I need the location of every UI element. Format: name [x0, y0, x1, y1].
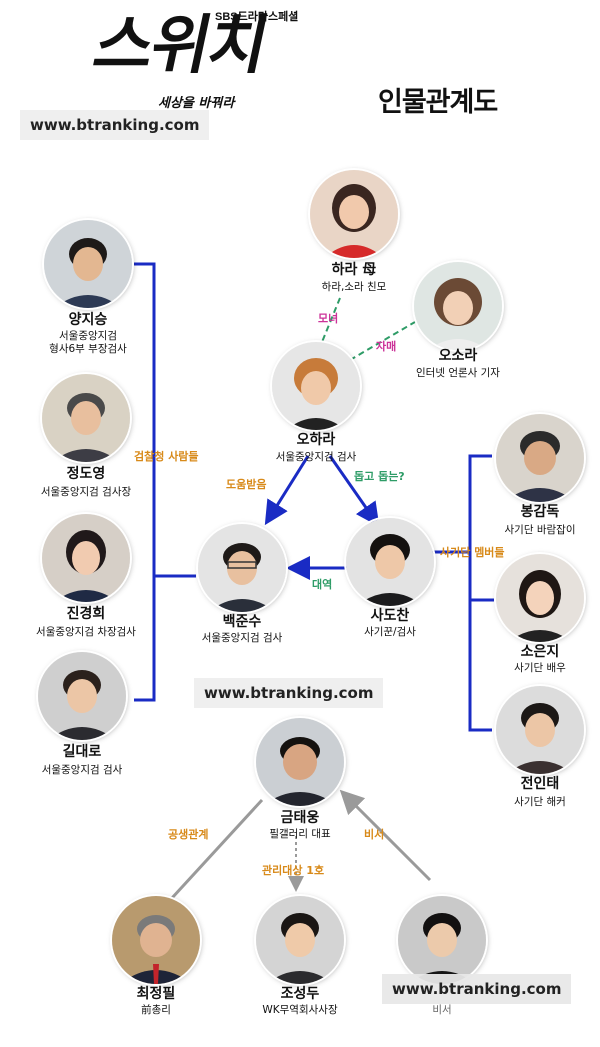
avatar-cho — [256, 896, 344, 984]
watermark-top: www.btranking.com — [20, 110, 210, 140]
avatar-jeon — [496, 686, 584, 774]
avatar-sa — [346, 518, 434, 606]
avatar-secretary — [398, 896, 486, 984]
name-jeon: 전인태 — [520, 776, 560, 792]
avatar-gil — [38, 652, 126, 740]
line-geum-choi — [170, 798, 264, 900]
role-jeon: 사기단 해커 — [514, 796, 566, 808]
name-baek: 백준수 — [222, 614, 262, 630]
bracket-con-members — [468, 454, 492, 732]
role-jin: 서울중앙지검 차장검사 — [36, 626, 136, 638]
name-osora: 오소라 — [438, 348, 478, 364]
show-slogan: 세상을 바꿔라 — [158, 96, 235, 111]
avatar-geum — [256, 718, 344, 806]
name-choi: 최정필 — [136, 986, 176, 1002]
bracket-prosecutors — [134, 262, 156, 702]
label-symbiosis: 공생관계 — [168, 828, 209, 841]
watermark-bottom: www.btranking.com — [382, 974, 572, 1004]
role-secretary: 비서 — [432, 1004, 452, 1016]
network-label: SBS드라마스페셜 — [215, 11, 299, 23]
role-cho: WK무역회사사장 — [262, 1004, 338, 1016]
role-osora: 인터넷 언론사 기자 — [416, 367, 500, 379]
label-sisters: 자매 — [376, 340, 397, 353]
label-secretary: 비서 — [364, 828, 385, 841]
name-yang: 양지승 — [68, 312, 108, 328]
avatar-yang — [44, 220, 132, 308]
name-ohara: 오하라 — [296, 432, 336, 448]
label-mutual-help: 돕고 돕는? — [354, 470, 405, 483]
role-sa: 사기꾼/검사 — [364, 626, 416, 638]
label-substitute: 대역 — [312, 578, 333, 591]
role-so: 사기단 배우 — [514, 662, 566, 674]
name-bong: 봉감독 — [520, 504, 560, 520]
line-sec-geum — [339, 789, 432, 882]
line-ohara-sa — [328, 455, 380, 527]
role-choi: 前총리 — [141, 1004, 171, 1016]
avatar-jung — [42, 374, 130, 462]
role-geum: 필갤러리 대표 — [269, 828, 331, 840]
role-bong: 사기단 바람잡이 — [504, 524, 576, 536]
label-help: 도움받음 — [226, 478, 267, 491]
name-cho: 조성두 — [280, 986, 320, 1002]
line-ohara-baek — [264, 455, 310, 526]
avatar-osora — [414, 262, 502, 350]
name-hara-mother: 하라 母 — [331, 262, 377, 278]
diagram-title: 인물관계도 — [378, 87, 498, 118]
avatar-hara-mother — [310, 170, 398, 258]
label-con-members: 사기단 멤버들 — [440, 546, 505, 559]
name-sa: 사도찬 — [370, 608, 410, 624]
role-gil: 서울중앙지검 검사 — [41, 764, 123, 776]
name-jin: 진경희 — [66, 606, 106, 622]
avatar-ohara — [272, 342, 360, 430]
role-baek: 서울중앙지검 검사 — [201, 632, 283, 644]
name-so: 소은지 — [520, 644, 560, 660]
label-mother-daughter: 모녀 — [318, 312, 339, 325]
name-jung: 정도영 — [66, 466, 106, 482]
avatar-jin — [42, 514, 130, 602]
watermark-middle: www.btranking.com — [194, 678, 384, 708]
role-hara-mother: 하라,소라 친모 — [321, 281, 387, 293]
label-prosecutors: 검찰청 사람들 — [134, 450, 199, 463]
line-sisters — [349, 321, 416, 361]
avatar-baek — [198, 524, 286, 612]
role-jung: 서울중앙지검 검사장 — [40, 486, 132, 498]
line-mother-ohara — [321, 297, 341, 343]
role-ohara: 서울중앙지검 검사 — [275, 451, 357, 463]
avatar-bong — [496, 414, 584, 502]
label-managed: 관리대상 1호 — [262, 864, 325, 877]
name-geum: 금태웅 — [280, 810, 320, 826]
avatar-so — [496, 554, 584, 642]
name-gil: 길대로 — [62, 744, 102, 760]
avatar-choi — [112, 896, 200, 984]
